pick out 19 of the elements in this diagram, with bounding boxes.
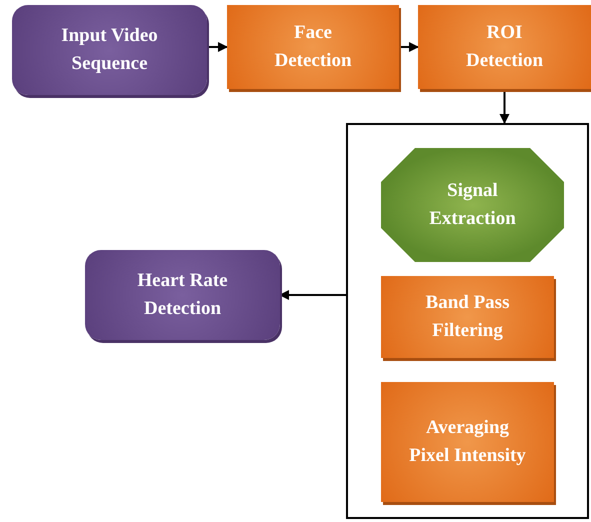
process-box bbox=[12, 5, 207, 95]
group-frame bbox=[346, 123, 589, 519]
arrow bbox=[399, 42, 419, 52]
node-label: Band Pass Filtering bbox=[424, 290, 510, 343]
arrow bbox=[279, 290, 346, 300]
node-label: Averaging Pixel Intensity bbox=[408, 416, 527, 468]
node-label: ROI Detection bbox=[464, 20, 544, 73]
node-label: Input Video Sequence bbox=[60, 24, 159, 76]
process-box bbox=[381, 276, 554, 358]
process-box bbox=[418, 5, 591, 89]
process-box bbox=[85, 250, 280, 340]
node-label: Face Detection bbox=[273, 20, 353, 73]
node-label: Signal Extraction bbox=[428, 178, 517, 231]
arrow bbox=[207, 42, 228, 52]
arrow bbox=[500, 89, 510, 124]
node-label: Heart Rate Detection bbox=[136, 268, 229, 321]
process-octagon bbox=[381, 148, 564, 262]
process-box bbox=[381, 382, 554, 502]
process-box bbox=[227, 5, 399, 89]
